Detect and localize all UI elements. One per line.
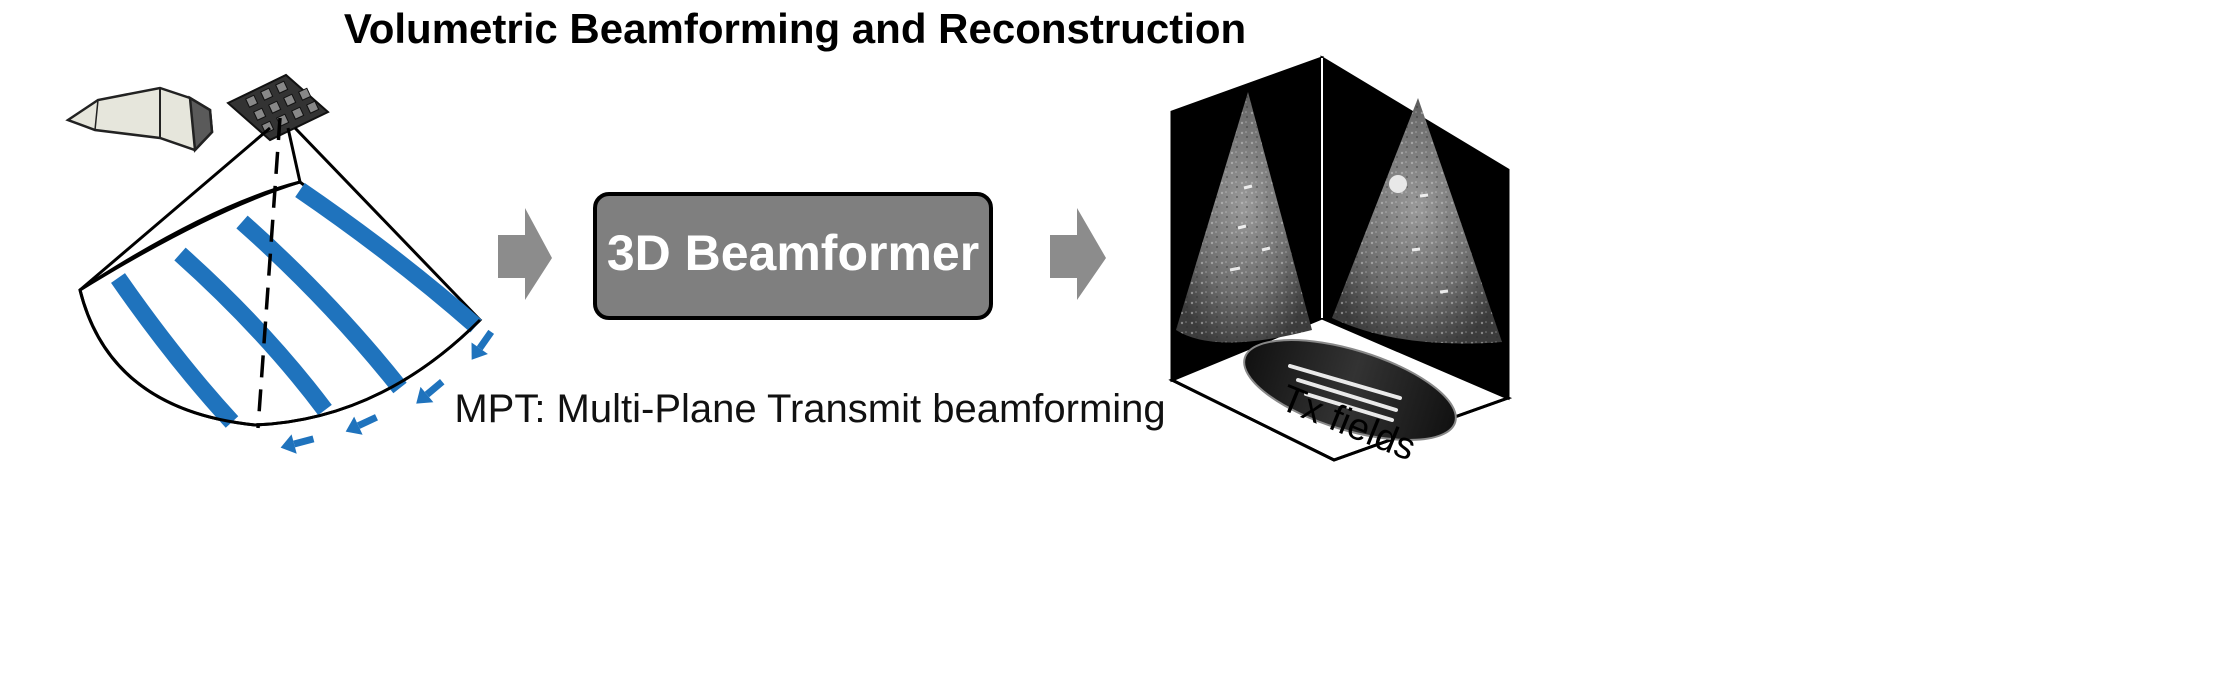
beamformer-label: 3D Beamformer <box>607 225 979 281</box>
beamformer-box: 3D Beamformer <box>593 192 993 320</box>
propagation-arrows <box>280 329 495 454</box>
ultrasound-sector-left <box>1176 92 1312 343</box>
ultrasound-probe-icon <box>65 86 214 153</box>
tx-fields-plot <box>1243 339 1457 441</box>
image-cube-icon: Tx fields <box>1168 55 1513 469</box>
mpt-caption: MPT: Multi-Plane Transmit beamforming <box>454 387 1165 431</box>
transmit-illustration <box>65 73 495 454</box>
transmit-planes <box>111 182 482 428</box>
flow-arrow-icon <box>498 208 552 300</box>
matrix-array-icon <box>226 73 330 142</box>
figure-title: Volumetric Beamforming and Reconstructio… <box>344 5 1246 52</box>
ultrasound-sector-right <box>1332 98 1502 344</box>
flow-arrow-icon <box>1050 208 1106 300</box>
